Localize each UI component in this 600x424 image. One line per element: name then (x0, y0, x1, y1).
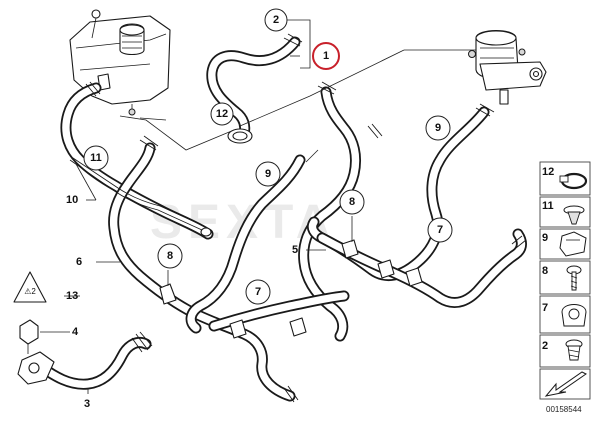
label-3: 3 (84, 398, 90, 410)
svg-text:1: 1 (323, 50, 329, 62)
screw-icon (566, 265, 582, 291)
hose-top-center (206, 33, 303, 144)
sensor-4 (19, 319, 39, 354)
plastic-rivet-icon (563, 205, 585, 225)
svg-text:2: 2 (273, 14, 279, 26)
label-4: 4 (72, 326, 79, 338)
holders (159, 239, 423, 339)
svg-text:12: 12 (216, 108, 228, 120)
label-6: 6 (76, 256, 82, 268)
svg-text:9: 9 (435, 122, 441, 134)
hose-center-right (298, 81, 383, 342)
hose-center-main (185, 154, 306, 334)
svg-text:8: 8 (542, 265, 548, 277)
leader-lines (40, 19, 476, 394)
legend-item-2: 2 (539, 334, 591, 368)
callout-7-right: 7 (427, 217, 453, 243)
callout-11: 11 (83, 145, 109, 171)
holder-clip-icon (561, 304, 587, 327)
warning-label-13: ⚠2 (13, 271, 47, 303)
svg-text:11: 11 (542, 200, 554, 212)
svg-text:7: 7 (437, 224, 443, 236)
parts-legend: 12 11 9 8 (539, 161, 591, 400)
svg-text:7: 7 (255, 286, 261, 298)
legend-item-11: 11 (539, 196, 591, 228)
legend-item-8: 8 (539, 260, 591, 295)
svg-text:9: 9 (265, 168, 271, 180)
label-10: 10 (66, 194, 78, 206)
callout-8-right: 8 (339, 189, 365, 215)
water-pump (468, 29, 547, 105)
callout-7-center: 7 (245, 279, 271, 305)
svg-text:7: 7 (542, 302, 548, 314)
hose-clip-icon (559, 231, 587, 257)
callout-9-right: 9 (425, 115, 451, 141)
callout-2: 2 (264, 8, 288, 32)
drawing-number: 00158544 (546, 405, 582, 414)
svg-text:9: 9 (542, 232, 548, 244)
expansion-tank (69, 9, 171, 116)
svg-text:11: 11 (90, 152, 102, 164)
label-13: 13 (66, 290, 78, 302)
bleed-pipe (69, 155, 212, 237)
hose-clamp-icon (559, 172, 588, 190)
svg-text:2: 2 (542, 340, 548, 352)
legend-item-7: 7 (539, 295, 591, 334)
hose-part-3 (17, 331, 153, 390)
callout-12: 12 (210, 102, 234, 126)
svg-text:12: 12 (542, 166, 554, 178)
callout-8-center: 8 (157, 243, 183, 269)
arrow-icon (544, 371, 587, 397)
callout-9-center: 9 (255, 161, 281, 187)
legend-item-arrow (539, 368, 591, 400)
label-5: 5 (292, 244, 298, 256)
legend-item-12: 12 (539, 161, 591, 196)
svg-text:8: 8 (349, 196, 355, 208)
legend-item-9: 9 (539, 228, 591, 260)
svg-text:⚠2: ⚠2 (24, 287, 36, 296)
callout-1: 1 (312, 42, 340, 70)
screw-plug-icon (565, 339, 583, 361)
svg-text:8: 8 (167, 250, 173, 262)
hose-lower-right-branch (208, 290, 350, 332)
